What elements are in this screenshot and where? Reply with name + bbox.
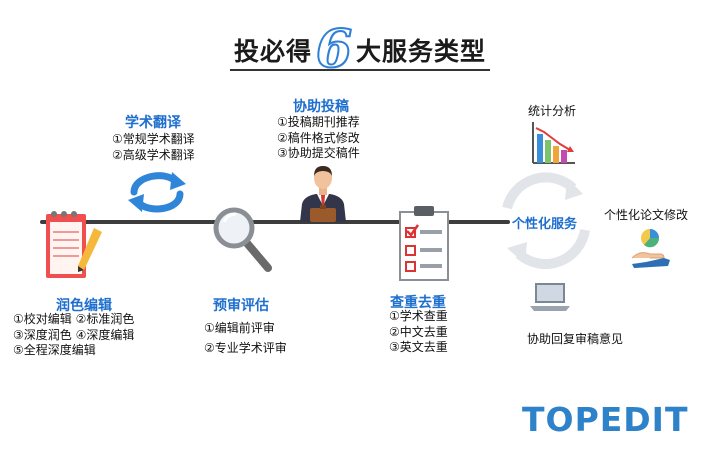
translate-item: ①常规学术翻译 <box>112 132 195 146</box>
dedup-title: 查重去重 <box>390 295 446 311</box>
submit-item: ③协助提交稿件 <box>277 146 360 160</box>
review-item: ①编辑前评审 <box>204 321 275 335</box>
brand-logo: TOPEDIT <box>522 400 689 439</box>
businessman-icon <box>294 164 352 226</box>
polish-title: 润色编辑 <box>56 298 112 314</box>
custom-sub-revise: 个性化论文修改 <box>604 208 689 222</box>
polish-item: ③深度润色 ④深度编辑 <box>13 327 135 342</box>
custom-sub-stats: 统计分析 <box>528 104 577 118</box>
title-number: 6 <box>315 19 353 80</box>
dedup-item: ②中文去重 <box>389 324 448 339</box>
polish-item: ⑤全程深度编辑 <box>13 343 96 357</box>
submit-item: ②稿件格式修改 <box>277 130 360 145</box>
dedup-item: ①学术查重 <box>389 309 448 323</box>
title-underline <box>230 69 490 71</box>
laptop-icon <box>530 282 570 316</box>
submit-title: 协助投稿 <box>293 99 349 115</box>
translate-list: ①常规学术翻译 ②高级学术翻译 <box>112 132 195 163</box>
title-suffix: 大服务类型 <box>356 37 487 66</box>
dedup-list: ①学术查重 ②中文去重 ③英文去重 <box>389 309 448 356</box>
magnifier-icon <box>212 204 276 280</box>
hand-pie-chart-icon <box>630 226 672 272</box>
submit-list: ①投稿期刊推荐 ②稿件格式修改 ③协助提交稿件 <box>277 115 360 162</box>
bar-chart-icon <box>530 120 576 170</box>
review-list: ①编辑前评审 ②专业学术评审 <box>204 318 287 358</box>
checklist-icon <box>398 204 452 286</box>
title-prefix: 投必得 <box>233 37 312 66</box>
custom-sub-reply: 协助回复审稿意见 <box>527 332 624 346</box>
cycle-arrows-icon <box>495 170 595 274</box>
submit-item: ①投稿期刊推荐 <box>277 115 360 129</box>
review-item: ②专业学术评审 <box>204 341 287 355</box>
translate-title: 学术翻译 <box>125 115 181 131</box>
notepad-pencil-icon <box>44 208 104 284</box>
polish-list: ①校对编辑 ②标准润色 ③深度润色 ④深度编辑 ⑤全程深度编辑 <box>13 312 134 359</box>
timeline-line <box>40 220 510 224</box>
refresh-arrows-icon <box>124 168 190 220</box>
polish-item: ①校对编辑 ②标准润色 <box>13 312 135 326</box>
custom-title: 个性化服务 <box>512 217 578 232</box>
translate-item: ②高级学术翻译 <box>112 147 195 162</box>
review-title: 预审评估 <box>213 298 269 314</box>
dedup-item: ③英文去重 <box>389 340 448 354</box>
